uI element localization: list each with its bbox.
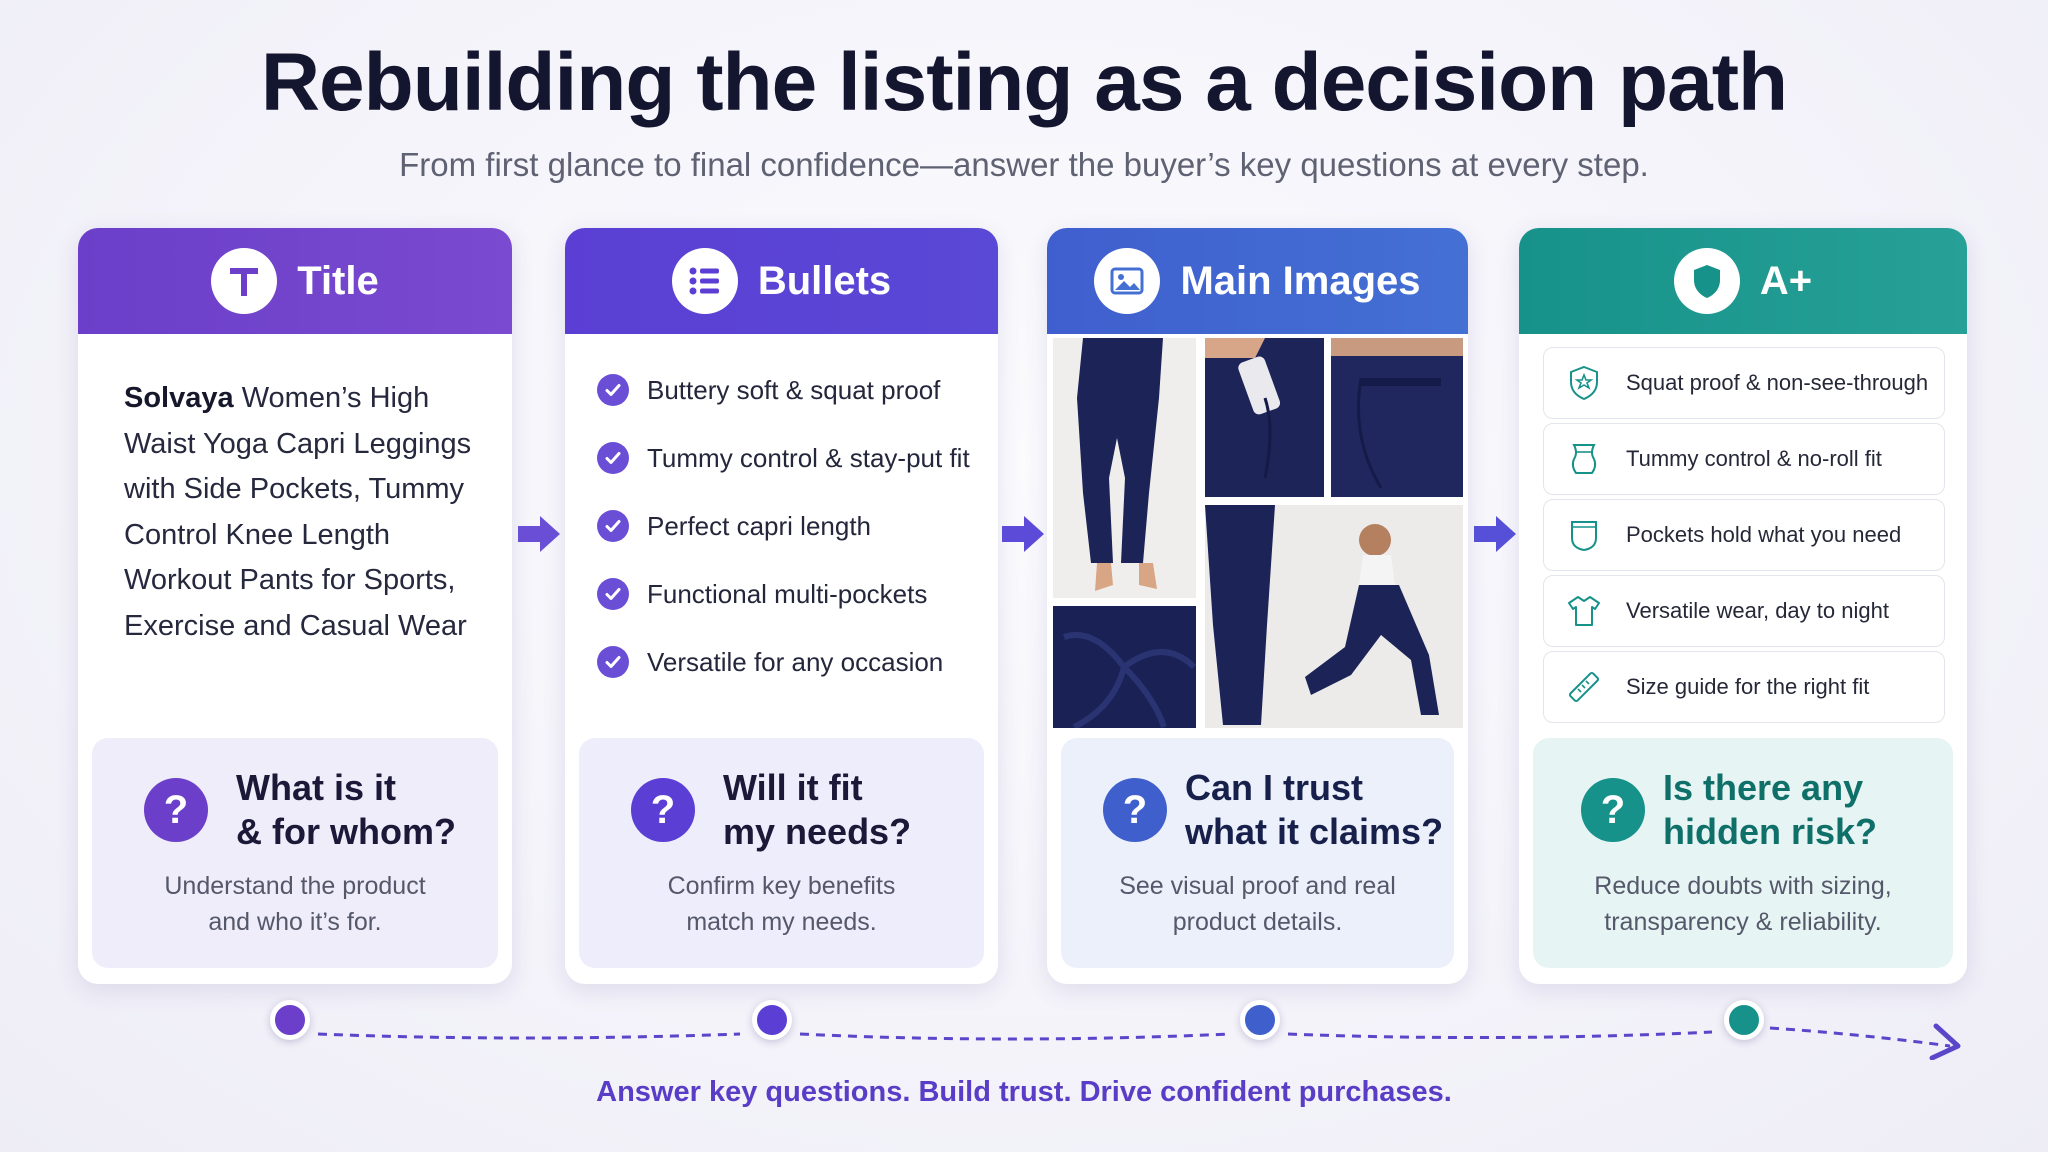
check-icon (597, 442, 629, 474)
arrow-right-icon (1474, 516, 1516, 552)
pocket-icon (1562, 513, 1606, 557)
question-mark-icon: ? (144, 778, 208, 842)
feature-list: Squat proof & non-see-through Tummy cont… (1543, 347, 1945, 727)
card-heading: Main Images (1180, 258, 1421, 303)
feature-item: Squat proof & non-see-through (1543, 347, 1945, 419)
bullet-list: Buttery soft & squat proof Tummy control… (597, 356, 987, 696)
model-lunge-image[interactable] (1205, 505, 1463, 728)
question-description: Confirm key benefits match my needs. (667, 872, 896, 936)
question-box: ? What is it & for whom? Understand the … (92, 738, 498, 968)
question-box: ? Will it fit my needs? Confirm key bene… (579, 738, 984, 968)
check-icon (597, 646, 629, 678)
question-title: What is it & for whom? (236, 767, 456, 852)
waist-icon (1562, 437, 1606, 481)
shield-star-icon (1562, 361, 1606, 405)
card-header: A+ (1519, 228, 1967, 334)
phone-in-pocket-image[interactable] (1205, 338, 1324, 497)
question-title: Is there any hidden risk? (1663, 767, 1878, 852)
question-title: Can I trust what it claims? (1185, 767, 1444, 852)
timeline-dot-title (270, 1000, 310, 1040)
card-header: Title (78, 228, 512, 334)
timeline-dot-images (1240, 1000, 1280, 1040)
feature-item: Versatile wear, day to night (1543, 575, 1945, 647)
bullet-item: Perfect capri length (597, 492, 987, 560)
title-card: Title Solvaya Women’s High Waist Yoga Ca… (78, 228, 512, 984)
feature-item: Pockets hold what you need (1543, 499, 1945, 571)
arrow-right-icon (1002, 516, 1044, 552)
footer-tagline: Answer key questions. Build trust. Drive… (596, 1076, 1452, 1108)
ruler-icon (1562, 665, 1606, 709)
letter-t-icon (211, 248, 278, 314)
progress-timeline (317, 1023, 1961, 1060)
bullet-item: Tummy control & stay-put fit (597, 424, 987, 492)
question-box: ? Can I trust what it claims? See visual… (1061, 738, 1454, 968)
feature-item: Size guide for the right fit (1543, 651, 1945, 723)
card-header: Main Images (1047, 228, 1468, 334)
tshirt-icon (1562, 589, 1606, 633)
question-description: Understand the product and who it’s for. (164, 872, 426, 936)
question-box: ? Is there any hidden risk? Reduce doubt… (1533, 738, 1953, 968)
waistband-closeup-image[interactable] (1331, 338, 1463, 497)
main-images-card: Main Images (1047, 228, 1468, 984)
a-plus-card: A+ Squat proof & non-see-through Tummy c… (1519, 228, 1967, 984)
check-icon (597, 510, 629, 542)
card-heading: Title (297, 258, 379, 303)
brand-name: Solvaya (124, 382, 234, 414)
bullet-item: Versatile for any occasion (597, 628, 987, 696)
product-image-gallery (1053, 338, 1463, 728)
image-icon (1094, 248, 1161, 314)
bullet-item: Buttery soft & squat proof (597, 356, 987, 424)
bullet-item: Functional multi-pockets (597, 560, 987, 628)
fabric-swatch-image[interactable] (1053, 606, 1196, 728)
question-mark-icon: ? (1581, 778, 1645, 842)
page-subtitle: From first glance to final confidence—an… (399, 146, 1649, 183)
list-icon (671, 248, 738, 314)
card-header: Bullets (565, 228, 998, 334)
page-title: Rebuilding the listing as a decision pat… (260, 37, 1788, 128)
product-title: Women’s High Waist Yoga Capri Leggings w… (124, 382, 472, 642)
timeline-dot-bullets (752, 1000, 792, 1040)
bullets-card: Bullets Buttery soft & squat proof Tummy… (565, 228, 998, 984)
check-icon (597, 374, 629, 406)
question-description: Reduce doubts with sizing, transparency … (1594, 872, 1892, 936)
feature-item: Tummy control & no-roll fit (1543, 423, 1945, 495)
question-mark-icon: ? (1103, 778, 1167, 842)
card-heading: Bullets (757, 258, 892, 303)
timeline-dot-a-plus (1724, 1000, 1764, 1040)
question-description: See visual proof and real product detail… (1119, 872, 1396, 936)
card-heading: A+ (1759, 258, 1813, 303)
arrow-right-icon (518, 516, 560, 552)
question-mark-icon: ? (631, 778, 695, 842)
question-title: Will it fit my needs? (723, 767, 912, 852)
check-icon (597, 578, 629, 610)
shield-icon (1673, 248, 1740, 314)
product-title-text: Solvaya Women’s High Waist Yoga Capri Le… (124, 376, 484, 649)
leggings-back-view-image[interactable] (1053, 338, 1196, 598)
